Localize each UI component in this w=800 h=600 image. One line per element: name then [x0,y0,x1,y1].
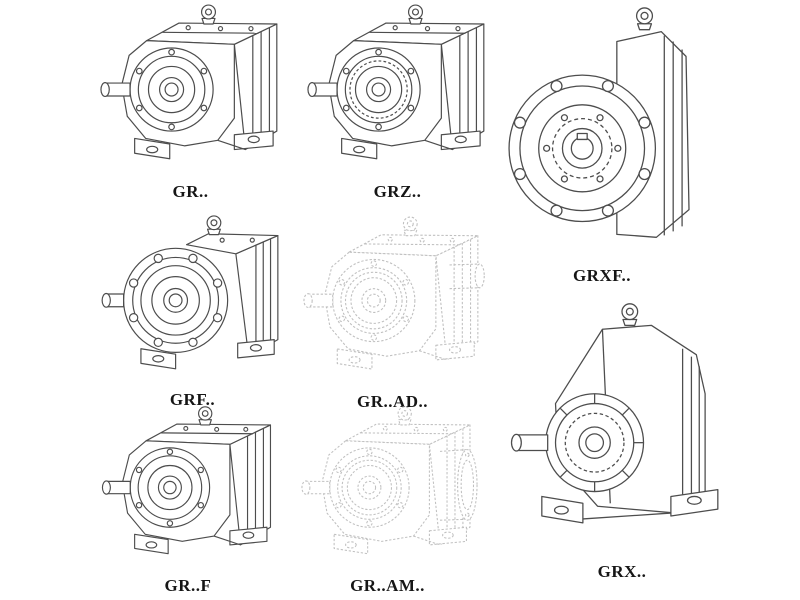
figure-grz: GRZ.. [300,0,495,202]
grz-gearbox-drawing [300,0,495,180]
label-grad: GR..AD.. [356,392,429,411]
label-grx: GRX.. [597,562,647,581]
label-grf: GRF.. [169,390,216,409]
figure-gr: GR.. [93,0,288,202]
figure-gram: GR..AM.. [290,402,485,596]
figure-grff: GR..F [93,402,283,596]
figure-grf: GRF.. [95,210,290,410]
grf-gearbox-drawing [95,210,290,388]
label-grxf: GRXF.. [572,266,632,285]
figure-grad: GR..AD.. [295,212,490,412]
grx-gearbox-drawing [510,303,719,524]
label-gram: GR..AM.. [350,576,425,595]
label-gr: GR.. [172,182,209,201]
label-grff: GR..F [164,576,212,595]
gr-gearbox-drawing [93,0,288,180]
gram-gearbox-drawing [290,402,478,574]
figure-grx: GRX.. [502,296,742,582]
figure-grxf: GRXF.. [498,2,706,286]
grad-gearbox-drawing [295,212,485,390]
label-grz: GRZ.. [373,182,422,201]
grff-gearbox-drawing [93,402,283,574]
grxf-gearbox-drawing [508,7,690,238]
